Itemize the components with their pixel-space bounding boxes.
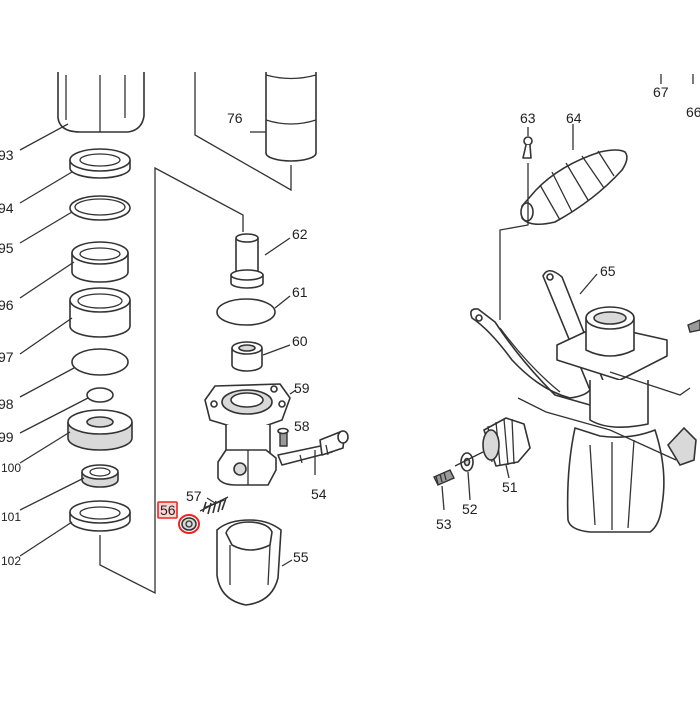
knob-part[interactable] — [667, 426, 697, 466]
label-94: 94 — [0, 200, 14, 216]
right-assembly — [433, 74, 700, 533]
label-93: 93 — [0, 147, 14, 163]
label-51: 51 — [502, 479, 518, 495]
part-63-pin[interactable] — [522, 136, 533, 159]
part-59-housing[interactable] — [204, 383, 291, 486]
label-61: 61 — [292, 284, 308, 300]
part-60-bushing[interactable] — [231, 341, 263, 372]
part-64-boot[interactable] — [520, 149, 628, 226]
part-57-spring[interactable] — [199, 496, 229, 515]
label-96: 96 — [0, 297, 14, 313]
part-76-cylinder[interactable] — [265, 72, 317, 162]
label-60: 60 — [292, 333, 308, 349]
label-65: 65 — [600, 263, 616, 279]
part-51-gear[interactable] — [482, 417, 531, 467]
label-52: 52 — [462, 501, 478, 517]
part-61-o-ring[interactable] — [216, 298, 276, 326]
motor-body[interactable] — [556, 306, 668, 533]
part-94-ring[interactable] — [69, 148, 131, 179]
label-59: 59 — [294, 380, 310, 396]
label-56: 56 — [160, 502, 176, 518]
part-100-cap[interactable] — [67, 409, 133, 451]
part-53-screw[interactable] — [433, 469, 455, 486]
label-67: 67 — [653, 84, 669, 100]
label-101: 101 — [1, 510, 21, 524]
label-102: 102 — [1, 554, 21, 568]
part-66-screw[interactable] — [687, 319, 700, 333]
label-76: 76 — [227, 110, 243, 126]
label-98: 98 — [0, 396, 14, 412]
part-101-bearing[interactable] — [81, 464, 119, 488]
label-58: 58 — [294, 418, 310, 434]
part-56-plug[interactable] — [181, 517, 197, 531]
part-93-housing[interactable] — [57, 72, 145, 133]
part-54-shaft[interactable] — [277, 430, 349, 466]
label-55: 55 — [293, 549, 309, 565]
label-95: 95 — [0, 240, 14, 256]
part-58-screw[interactable] — [277, 427, 289, 447]
part-62-pin[interactable] — [230, 233, 264, 289]
part-99-washer[interactable] — [86, 387, 114, 403]
label-53: 53 — [436, 516, 452, 532]
label-64: 64 — [566, 110, 582, 126]
label-57: 57 — [186, 488, 202, 504]
part-55-cover[interactable] — [216, 519, 282, 606]
part-98-o-ring[interactable] — [71, 348, 129, 376]
part-97-sleeve[interactable] — [69, 287, 131, 338]
label-100: 100 — [1, 461, 21, 475]
label-66: 66 — [686, 104, 700, 120]
part-102-ring[interactable] — [69, 500, 131, 532]
left-part-stack — [57, 72, 244, 595]
label-63: 63 — [520, 110, 536, 126]
part-96-sleeve[interactable] — [71, 241, 129, 283]
label-62: 62 — [292, 226, 308, 242]
part-95-o-ring[interactable] — [69, 195, 131, 221]
label-54: 54 — [311, 486, 327, 502]
center-assembly — [181, 72, 349, 606]
left-leader-lines — [19, 123, 89, 557]
label-97: 97 — [0, 349, 14, 365]
highlight-56 — [157, 501, 200, 534]
label-99: 99 — [0, 429, 14, 445]
